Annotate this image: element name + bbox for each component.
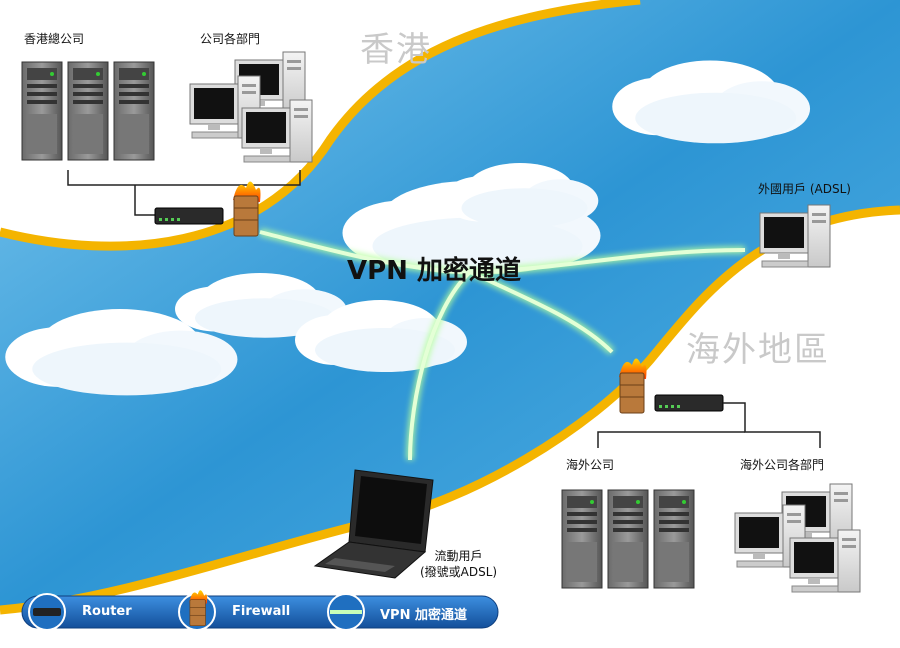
- remote-user-label: 外國用戶 (ADSL): [758, 182, 851, 196]
- hq-label: 香港總公司: [24, 32, 85, 46]
- mobile-user-label: 流動用戶 (撥號或ADSL): [420, 548, 497, 580]
- shoreline-overseas: [0, 205, 900, 615]
- hq-servers: [21, 61, 155, 161]
- vpn-tunnel-label: VPN 加密通道: [347, 256, 521, 286]
- vpn-tunnels: [259, 228, 746, 461]
- overseas-lan-lines: [597, 402, 821, 448]
- shoreline-hk: [0, 0, 641, 251]
- legend-vpn-label: VPN 加密通道: [380, 608, 467, 623]
- legend-firewall-label: Firewall: [232, 604, 291, 619]
- overseas-office-label: 海外公司: [566, 458, 615, 472]
- router-overseas: [654, 394, 724, 412]
- laptop-icon: [313, 469, 434, 579]
- router-hk: [154, 207, 224, 225]
- region-label-hong-kong: 香港: [360, 30, 432, 70]
- legend-router-label: Router: [82, 604, 132, 619]
- mobile-user-line2: (撥號或ADSL): [420, 565, 498, 579]
- overseas-servers: [561, 489, 695, 589]
- mobile-user-line1: 流動用戶: [434, 549, 483, 563]
- region-label-overseas: 海外地區: [686, 330, 830, 370]
- firewall-overseas: [618, 357, 647, 414]
- hq-departments-label: 公司各部門: [200, 32, 261, 46]
- firewall-hk: [232, 180, 261, 237]
- legend-bar: [21, 589, 499, 631]
- hq-lan-lines: [67, 170, 301, 216]
- overseas-departments-label: 海外公司各部門: [740, 458, 825, 472]
